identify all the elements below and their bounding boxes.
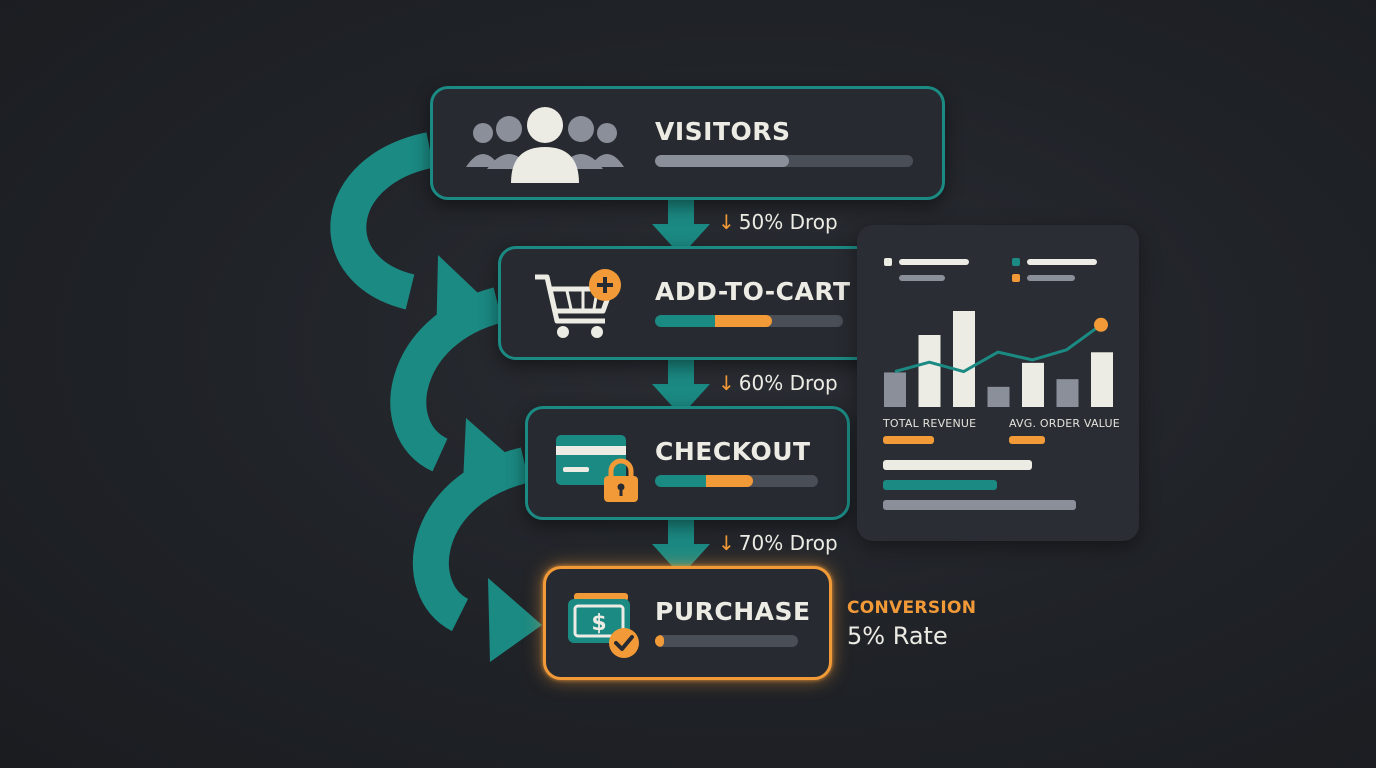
progress-add-to-cart-fill-teal xyxy=(655,315,716,327)
stage-purchase[interactable]: $ PURCHASE xyxy=(543,566,832,680)
stage-label-add-to-cart: ADD-TO-CART xyxy=(655,277,851,306)
dashboard-bar xyxy=(1022,362,1044,407)
down-arrow-1-shaft xyxy=(668,200,694,226)
drop-label-1-text: 50% Drop xyxy=(738,210,838,234)
progress-checkout-fill-teal xyxy=(655,475,706,487)
stage-label-visitors: VISITORS xyxy=(655,117,791,146)
progress-visitors xyxy=(655,155,913,167)
summary-line-gray xyxy=(883,500,1076,510)
conversion-title: CONVERSION xyxy=(847,598,977,618)
down-arrow-3-shaft xyxy=(668,520,694,546)
progress-checkout-fill-orange xyxy=(705,475,753,487)
stage-visitors[interactable]: VISITORS xyxy=(430,86,945,200)
stage-label-checkout: CHECKOUT xyxy=(655,437,811,466)
legend-swatch-cream xyxy=(884,258,892,266)
down-arrow-1-head xyxy=(652,224,710,256)
curved-arrow-3 xyxy=(413,447,530,632)
legend-line-gray xyxy=(899,275,945,281)
curved-arrow-1 xyxy=(330,132,435,310)
credit-card-lock-icon xyxy=(556,435,638,502)
dashboard-trend-line xyxy=(894,323,1102,374)
cash-check-icon: $ xyxy=(568,593,639,658)
dashboard-trend-end-dot xyxy=(1094,317,1108,332)
down-arrow-2-shaft xyxy=(668,360,694,386)
curved-arrow-2 xyxy=(390,287,504,472)
stage-add-to-cart[interactable]: ADD-TO-CART xyxy=(498,246,876,360)
drop-label-3: ↓70% Drop xyxy=(718,531,838,555)
legend-swatch-orange xyxy=(1012,274,1020,282)
progress-add-to-cart-fill-orange xyxy=(715,315,772,327)
dashboard-chart xyxy=(884,311,1113,407)
progress-add-to-cart xyxy=(655,315,843,327)
kpi-total-revenue-label: TOTAL REVENUE xyxy=(883,417,977,430)
drop-arrow-icon: ↓ xyxy=(718,371,735,395)
kpi-total-revenue-bar xyxy=(883,436,934,444)
stage-label-purchase: PURCHASE xyxy=(655,597,811,626)
dashboard-bar xyxy=(918,335,941,407)
kpi-avg-order-value-label: AVG. ORDER VALUE xyxy=(1009,417,1120,430)
legend-line-cream-2 xyxy=(1027,259,1097,265)
down-arrow-2-head xyxy=(652,384,710,416)
progress-visitors-fill xyxy=(655,155,790,167)
dashboard-bar xyxy=(884,372,906,407)
progress-purchase-fill xyxy=(655,635,664,647)
cart-plus-icon xyxy=(535,269,621,338)
legend-line-gray-2 xyxy=(1027,275,1075,281)
analytics-dashboard: TOTAL REVENUE AVG. ORDER VALUE xyxy=(857,225,1139,541)
conversion-rate: 5% Rate xyxy=(847,622,948,650)
summary-line-teal xyxy=(883,480,997,490)
dashboard-bar xyxy=(953,311,975,407)
drop-label-1: ↓50% Drop xyxy=(718,210,838,234)
drop-label-2-text: 60% Drop xyxy=(738,371,838,395)
curved-arrow-3-head xyxy=(488,578,542,662)
drop-arrow-icon: ↓ xyxy=(718,210,735,234)
dashboard-bar xyxy=(1056,379,1079,407)
summary-line-cream xyxy=(883,460,1032,470)
legend-swatch-teal xyxy=(1012,258,1020,266)
drop-label-2: ↓60% Drop xyxy=(718,371,838,395)
users-icon xyxy=(466,107,624,183)
legend-line-cream xyxy=(899,259,969,265)
dashboard-bar xyxy=(1091,352,1113,407)
stage-checkout[interactable]: CHECKOUT xyxy=(525,406,850,520)
progress-purchase xyxy=(655,635,798,647)
dashboard-bar xyxy=(987,386,1010,407)
down-arrow-3-head xyxy=(652,544,710,576)
progress-checkout xyxy=(655,475,818,487)
drop-label-3-text: 70% Drop xyxy=(738,531,838,555)
kpi-avg-order-value-bar xyxy=(1009,436,1045,444)
drop-arrow-icon: ↓ xyxy=(718,531,735,555)
svg-text:$: $ xyxy=(591,611,606,636)
